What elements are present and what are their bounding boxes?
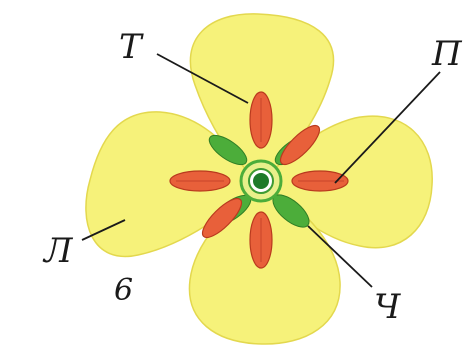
pistil-core	[253, 173, 269, 189]
label-l: Л	[42, 231, 74, 271]
label-t: Т	[119, 27, 144, 67]
label-ch: Ч	[374, 287, 401, 327]
label-p: П	[431, 34, 463, 74]
pistil	[241, 161, 281, 201]
figure-number: 6	[114, 273, 133, 308]
